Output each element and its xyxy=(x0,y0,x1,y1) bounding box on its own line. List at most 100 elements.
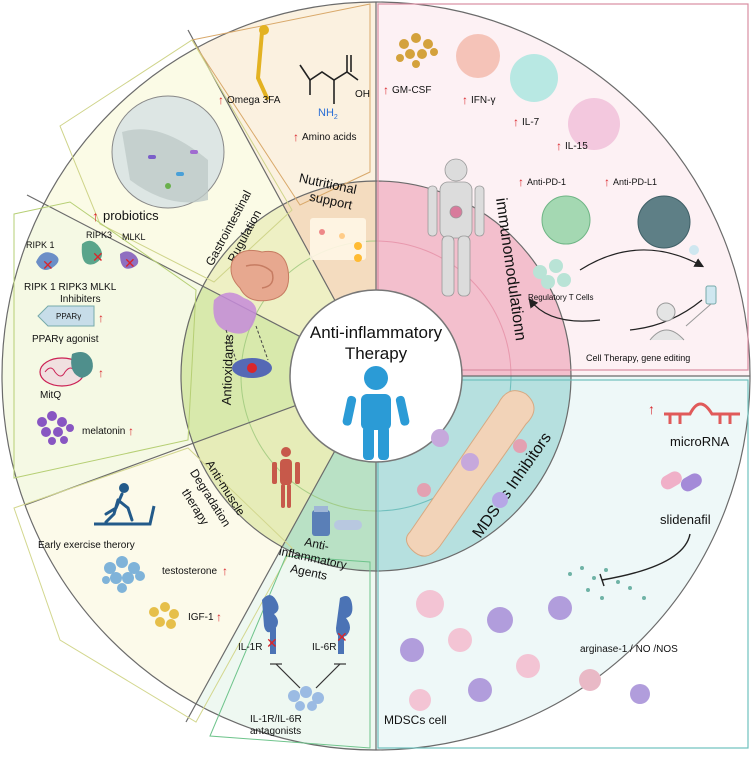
mlkl-x-icon: ✕ xyxy=(124,255,136,271)
immuno-sector: immunomodulationn ↑ GM-CSF ↑ IFN-γ ↑ IL-… xyxy=(383,33,717,363)
ripk1-label: RIPK 1 xyxy=(26,240,55,250)
antipd1-label: Anti-PD-1 xyxy=(527,177,566,187)
agents-panel xyxy=(209,555,371,749)
gmcsf-label: GM-CSF xyxy=(392,85,431,96)
gastro-panel xyxy=(59,39,293,283)
antagonists-line2: antagonists xyxy=(250,726,301,737)
il7-molecules-icon xyxy=(510,54,558,102)
gmcsf-arrow-icon: ↑ xyxy=(383,83,389,97)
microrna-label: microRNA xyxy=(670,434,730,449)
amino-label: Amino acids xyxy=(302,132,356,143)
microrna-arrow-icon: ↑ xyxy=(648,401,655,417)
mlkl-label: MLKL xyxy=(122,232,146,242)
antipd1-arrow-icon: ↑ xyxy=(518,175,524,189)
amine-label: NH2 xyxy=(318,107,338,121)
antagonist-inhibition-lines xyxy=(270,663,346,689)
testosterone-arrow-icon: ↑ xyxy=(222,564,228,578)
microrna-icon xyxy=(664,402,740,424)
ripk-inhibitors-line2: Inhibiters xyxy=(60,294,101,305)
il1r-x-icon: ✕ xyxy=(266,635,278,651)
il7-label: IL-7 xyxy=(522,117,540,128)
center-hub: Anti-inflammatory Therapy xyxy=(289,289,463,463)
il6r-receptor-icon xyxy=(336,596,353,654)
bone-marrow-icon xyxy=(406,390,535,557)
center-title-line1: Anti-inflammatory xyxy=(310,323,443,342)
omega-arrow-icon: ↑ xyxy=(218,93,224,107)
ripk3-label: RIPK3 xyxy=(86,230,112,240)
il1r-receptor-icon xyxy=(262,595,279,654)
person-icon xyxy=(342,366,410,460)
body-lymph-icon xyxy=(427,158,485,297)
il15-label: IL-15 xyxy=(565,141,588,152)
ppar-agonist-label: PPARγ agonist xyxy=(32,334,99,345)
tumor-cell-icon xyxy=(637,195,691,249)
ripk-proteins-icon xyxy=(36,240,139,270)
antagonists-line1: IL-1R/IL-6R xyxy=(250,714,302,725)
mdsc-cell-label: MDSCs cell xyxy=(384,713,447,727)
igf-label: IGF-1 xyxy=(188,612,214,623)
treg-cycle-icon xyxy=(528,245,705,331)
omega-structure-icon xyxy=(255,25,269,100)
exercise-label: Early exercise therory xyxy=(38,540,135,551)
melatonin-molecules-icon xyxy=(37,411,74,445)
probiotics-arrow-icon: ↑ xyxy=(92,208,99,224)
muscle-middle-band xyxy=(193,405,335,547)
ripk3-x-icon: ✕ xyxy=(92,249,104,265)
testosterone-label: testosterone xyxy=(162,566,217,577)
antipdl1-arrow-icon: ↑ xyxy=(604,175,610,189)
melatonin-arrow-icon: ↑ xyxy=(128,424,134,438)
muscle-sector: Anti-muscle Degradation therapy Early ex… xyxy=(38,447,300,629)
ripk1-x-icon: ✕ xyxy=(42,257,54,273)
mdsc-panel xyxy=(377,379,749,749)
antagonist-molecules-icon xyxy=(288,686,324,711)
il15-molecules-icon xyxy=(568,98,620,150)
gut-microbiome-icon xyxy=(111,95,225,209)
pill-bottle-icon xyxy=(312,506,362,536)
antioxidants-sector-bg xyxy=(2,195,376,505)
ifn-label: IFN-γ xyxy=(471,95,495,106)
ifn-arrow-icon: ↑ xyxy=(462,93,468,107)
treadmill-runner-icon xyxy=(94,483,156,526)
gastro-sector: Gastrointestinal Rugulation ↑ probiotics xyxy=(92,95,290,302)
ros-cell-icon xyxy=(213,292,272,378)
slidenafil-inhibition-arrow xyxy=(601,533,691,581)
il7-arrow-icon: ↑ xyxy=(513,115,519,129)
metabolism-mini-diagram-icon xyxy=(310,218,366,262)
igf-molecules-icon xyxy=(149,602,179,629)
t-cell-icon xyxy=(541,195,591,245)
antioxidants-sector: Antioxidants ✕ ✕ ✕ RIPK 1 RIPK3 MLKL RIP… xyxy=(24,230,272,445)
arginase-label: arginase-1 / NO /NOS xyxy=(580,644,678,655)
amino-arrow-icon: ↑ xyxy=(293,130,299,144)
probiotics-label: probiotics xyxy=(103,208,159,223)
il6r-label: IL-6R xyxy=(312,642,336,653)
mitq-label: MitQ xyxy=(40,390,61,401)
nutritional-sector: Nutritional support ↑ Omega 3FA OH NH2 ↑… xyxy=(218,25,370,262)
muscle-panel xyxy=(13,447,293,723)
mdsc-cells-cluster-icon xyxy=(400,590,650,711)
mitochondria-icon xyxy=(39,352,93,387)
ppar-receptor-icon xyxy=(37,305,95,327)
slidenafil-label: slidenafil xyxy=(660,512,711,527)
pill-capsule-icon xyxy=(660,471,702,492)
ppar-arrow-icon: ↑ xyxy=(98,311,104,325)
mitq-arrow-icon: ↑ xyxy=(98,366,104,380)
ripk-inhibitors-line1: RIPK 1 RIPK3 MLKL xyxy=(24,282,117,293)
il1r-label: IL-1R xyxy=(238,642,262,653)
ifn-molecules-icon xyxy=(456,34,500,78)
immuno-middle-band xyxy=(376,181,571,376)
antiox-panel xyxy=(13,201,197,479)
il15-arrow-icon: ↑ xyxy=(556,139,562,153)
amino-acid-structure-icon xyxy=(299,55,359,104)
agents-title-line1: Anti- xyxy=(303,535,330,554)
immuno-panel xyxy=(377,3,749,371)
muscle-body-icon xyxy=(272,447,300,508)
cell-therapy-label: Cell Therapy, gene editing xyxy=(586,353,690,363)
hydroxyl-label: OH xyxy=(355,89,370,100)
mdsc-sector: MDSCs Inhibitors ↑ microRNA slidenafil xyxy=(384,390,740,727)
center-title-line2: Therapy xyxy=(345,344,408,363)
igf-arrow-icon: ↑ xyxy=(216,610,222,624)
omega-label: Omega 3FA xyxy=(227,95,281,106)
arginase-particles-icon xyxy=(568,566,646,600)
antioxidants-title: Antioxidants xyxy=(219,334,236,406)
